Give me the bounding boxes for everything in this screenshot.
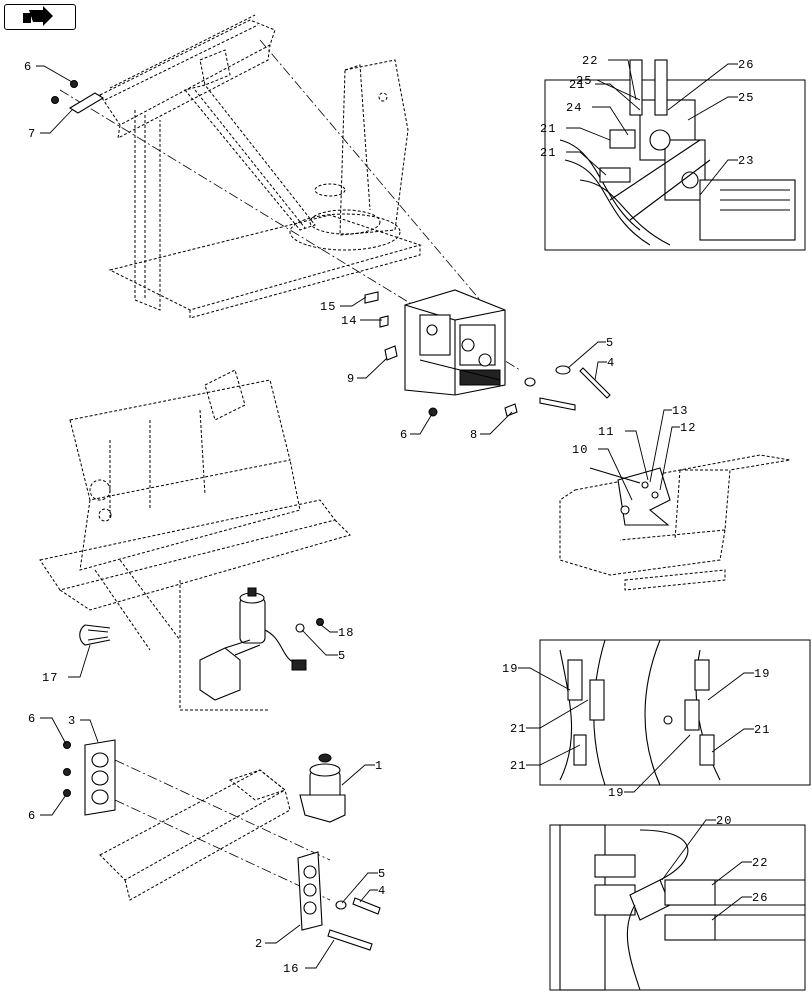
- filter-housing-1: [299, 753, 346, 823]
- callout-25: 25: [576, 74, 592, 88]
- detail-view-valve-fittings: [544, 59, 806, 251]
- callout-5: 5: [338, 649, 346, 663]
- callout-7: 7: [28, 127, 36, 141]
- callout-21: 21: [510, 722, 526, 736]
- callout-6: 6: [28, 712, 36, 726]
- main-frame-drawing: [59, 14, 521, 371]
- callout-13: 13: [672, 404, 688, 418]
- callout-21: 21: [540, 146, 556, 160]
- valve-block-assembly: [404, 289, 506, 396]
- callout-5: 5: [606, 336, 614, 350]
- callout-20: 20: [716, 814, 732, 828]
- callout-18: 18: [338, 626, 354, 640]
- callout-9: 9: [347, 372, 355, 386]
- callout-21: 21: [540, 122, 556, 136]
- back-arrow-icon: [23, 6, 53, 26]
- callout-22: 22: [582, 54, 598, 68]
- callout-24: 24: [566, 101, 582, 115]
- callout-26: 26: [752, 891, 768, 905]
- u-bolt-17: [79, 624, 111, 646]
- detail-view-tee-fitting: [549, 824, 806, 991]
- plate-7: [51, 80, 105, 114]
- callout-11: 11: [598, 425, 614, 439]
- callout-21: 21: [510, 759, 526, 773]
- fasteners-valve: [364, 291, 611, 417]
- mount-plate-2: [297, 851, 323, 931]
- callout-3: 3: [68, 714, 76, 728]
- callout-16: 16: [283, 962, 299, 976]
- callout-22: 22: [752, 856, 768, 870]
- lower-frame-drawing: [39, 369, 351, 711]
- callout-12: 12: [680, 421, 696, 435]
- back-navigation-button[interactable]: [4, 4, 76, 30]
- lower-beam-drawing: [99, 759, 331, 901]
- callout-4: 4: [607, 356, 615, 370]
- callout-15: 15: [320, 300, 336, 314]
- bracket-detail-drawing: [559, 454, 791, 591]
- callout-6: 6: [28, 809, 36, 823]
- callout-labels: 6 7 15 14 9 6 8 5 4 22 26 21 25 25 24 21…: [24, 54, 770, 976]
- leader-lines: [36, 59, 754, 969]
- callout-19: 19: [502, 662, 518, 676]
- callout-6: 6: [400, 428, 408, 442]
- mount-plate-3: [63, 739, 116, 816]
- callout-19: 19: [608, 786, 624, 800]
- callout-2: 2: [255, 937, 263, 951]
- callout-21: 21: [754, 723, 770, 737]
- callout-17: 17: [42, 671, 58, 685]
- callout-23: 23: [738, 154, 754, 168]
- callout-4: 4: [378, 884, 386, 898]
- callout-14: 14: [341, 314, 357, 328]
- bolts-bottom: [327, 897, 381, 951]
- callout-10: 10: [572, 443, 588, 457]
- callout-25: 25: [738, 91, 754, 105]
- callout-21: 21: [569, 78, 585, 92]
- callout-1: 1: [375, 759, 383, 773]
- filter-assembly: [199, 587, 324, 701]
- detail-view-hose-routing: [539, 639, 811, 786]
- callout-5: 5: [378, 867, 386, 881]
- callout-26: 26: [738, 58, 754, 72]
- callout-8: 8: [470, 428, 478, 442]
- callout-6: 6: [24, 60, 32, 74]
- callout-19: 19: [754, 667, 770, 681]
